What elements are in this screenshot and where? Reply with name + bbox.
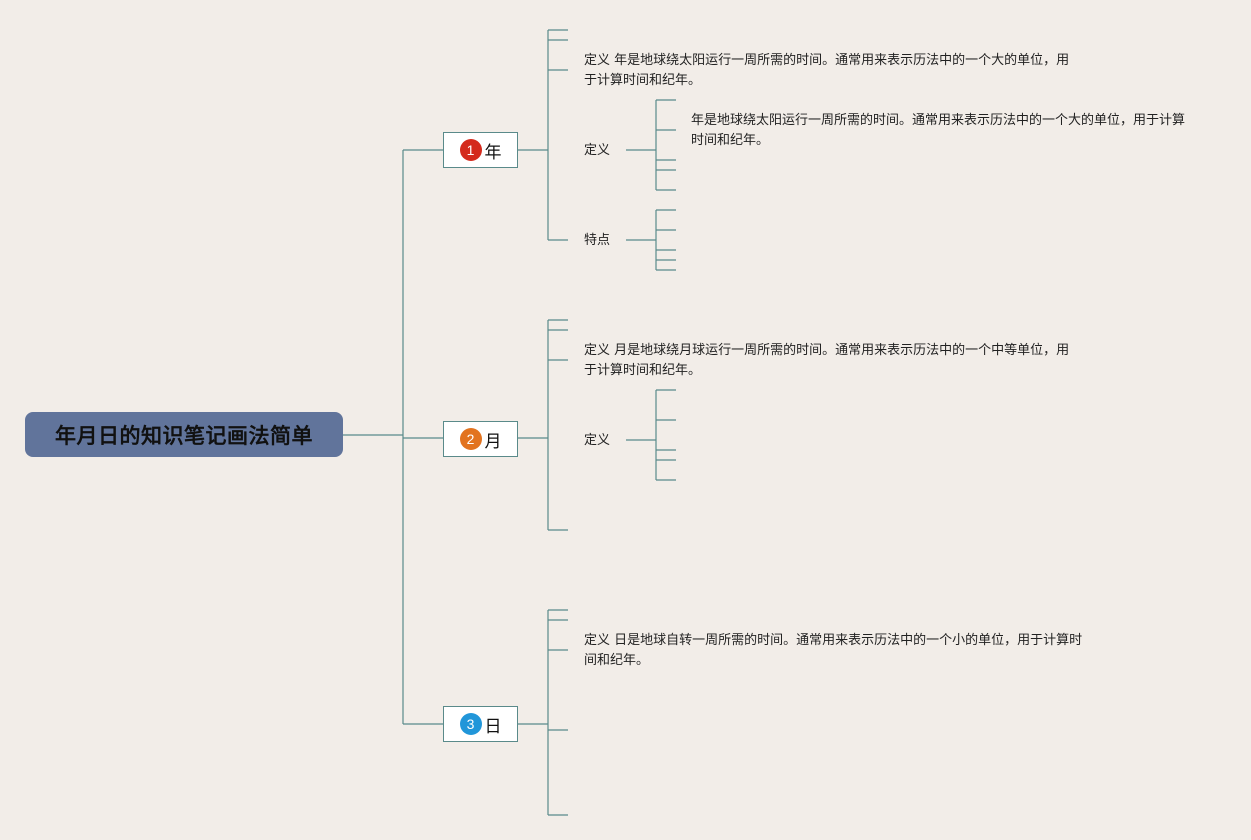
year-definition-detail: 年是地球绕太阳运行一周所需的时间。通常用来表示历法中的一个大的单位，用于计算时间… [691, 113, 1186, 148]
branch-label: 月 [484, 431, 502, 452]
branch-label: 年 [484, 142, 502, 163]
year-definition-text: 定义 年是地球绕太阳运行一周所需的时间。通常用来表示历法中的一个大的单位，用于计… [584, 53, 1070, 88]
number-badge: 2 [459, 428, 482, 450]
month-definition-text: 定义 月是地球绕月球运行一周所需的时间。通常用来表示历法中的一个中等单位，用于计… [584, 343, 1070, 378]
root-title: 年月日的知识笔记画法简单 [55, 423, 313, 448]
month-definition-label[interactable]: 定义 [584, 433, 611, 448]
root-topic[interactable]: 年月日的知识笔记画法简单 [25, 412, 343, 457]
branch-year[interactable]: 1 年 [443, 132, 518, 168]
year-definition-label[interactable]: 定义 [584, 143, 611, 158]
day-definition-text: 定义 日是地球自转一周所需的时间。通常用来表示历法中的一个小的单位，用于计算时间… [584, 633, 1083, 668]
number-badge: 3 [459, 713, 482, 735]
branch-day[interactable]: 3 日 [443, 706, 518, 742]
branch-month[interactable]: 2 月 [443, 421, 518, 457]
number-badge: 1 [459, 139, 482, 161]
year-features-label[interactable]: 特点 [584, 233, 611, 248]
branch-label: 日 [484, 716, 502, 737]
